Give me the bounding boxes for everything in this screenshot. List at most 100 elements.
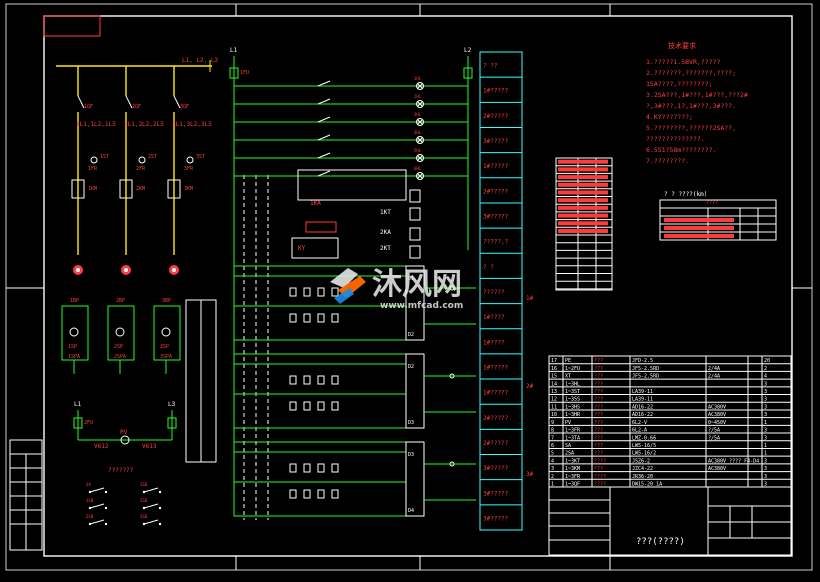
pressure-alarm-label: 2SPA <box>114 354 126 360</box>
side-mark: 2# <box>526 383 534 390</box>
indicator-lamp <box>416 172 424 180</box>
contact-label: 2SB <box>140 498 148 503</box>
bom-no: 10 <box>551 412 557 418</box>
note-line: 4.KY???????; <box>646 113 693 121</box>
pressure-gauge <box>69 327 79 337</box>
bom-code: PV <box>565 420 571 426</box>
supply-left-terminal: L1 <box>230 47 238 54</box>
control-loop <box>233 353 407 429</box>
thermal-symbol <box>138 156 146 164</box>
thermal-symbol <box>186 156 194 164</box>
bom-name: ??? <box>594 358 603 364</box>
terminal-row-fill <box>558 213 608 218</box>
note-line: 2.???????,???????,????; <box>646 69 736 77</box>
bom-name: ??? <box>594 404 603 410</box>
pressure-gauge-label: 3SP <box>160 344 169 350</box>
note-line: 1SA????,????????; <box>646 80 713 88</box>
contact-coil <box>303 489 311 499</box>
contact-node <box>158 522 162 526</box>
bom-name: ??? <box>594 381 603 387</box>
bom-no: 16 <box>551 366 557 372</box>
note-line: ??????????????. <box>646 135 705 143</box>
note-line: 6.SS1?58m????????. <box>646 146 716 154</box>
lamp-cross <box>417 119 423 125</box>
bom-spec: AC380V ???? F4-D4 <box>708 458 759 464</box>
voltmeter-label: PV <box>120 429 128 436</box>
pressure-gauge <box>115 327 125 337</box>
breaker-label: 1QF <box>84 104 93 110</box>
cable-table-sub: ???? <box>706 200 718 206</box>
cable-table: ? ? ????(km) ???? <box>659 191 777 241</box>
contact-coil <box>317 313 325 323</box>
bom-no: 4 <box>551 458 554 464</box>
contact-label: SA <box>86 482 91 487</box>
contact-node <box>104 522 108 526</box>
contact-coil <box>331 313 339 323</box>
bom-name: ??? <box>594 389 603 395</box>
terminal-row-fill <box>558 198 608 203</box>
bom-spec: 0~450V <box>708 420 726 426</box>
contact-node <box>142 490 146 494</box>
contactor-label: 2KM <box>136 186 145 192</box>
lamp-code: 2HL <box>414 94 422 99</box>
contact-coil <box>289 401 297 411</box>
column-frame <box>479 51 523 531</box>
contact-coil <box>303 375 311 385</box>
contact-coil <box>289 463 297 473</box>
bom-qty: 3 <box>764 458 767 464</box>
lamp-code: 1HL <box>414 76 422 81</box>
lamp-cross <box>417 83 423 89</box>
note-line: 5.????????,??????2SA??, <box>646 124 736 132</box>
contact-node <box>104 490 108 494</box>
relay-2kt-label: 2KT <box>380 245 391 252</box>
lamp-contact <box>317 98 331 105</box>
motor-circuits: 1QF1L1,1L2,1L31FR1KM2QF2L1,2L2,2L32FR2KM… <box>71 66 212 275</box>
contactor-label: 3KM <box>184 186 193 192</box>
contact-coil <box>317 489 325 499</box>
group-label: D3 <box>408 452 414 458</box>
watermark-url: www.mfcad.com <box>380 301 463 311</box>
pressure-sensor-label: 1BP <box>70 298 79 304</box>
indicator-lamp <box>416 136 424 144</box>
bom-name: ??? <box>594 397 603 403</box>
column-cell-text: 1#????? <box>483 364 509 371</box>
breaker-label: 2QF <box>132 104 141 110</box>
contact-blade <box>89 503 105 509</box>
contact-coil <box>303 313 311 323</box>
column-cell-text: ? ? <box>483 264 494 271</box>
contact-coil <box>331 287 339 297</box>
thermal-symbol <box>90 156 98 164</box>
relay-1ka-box <box>305 221 337 233</box>
terminal-row-fill <box>558 229 608 233</box>
time-label: 2ST <box>148 154 157 160</box>
lamp-cross <box>417 101 423 107</box>
bom-qty: 3 <box>764 381 767 387</box>
lamp-code: 4HL <box>414 130 422 135</box>
bom-qty: 1 <box>764 443 767 449</box>
group-label: D3 <box>408 420 414 426</box>
lamp-code: 5HL <box>414 148 422 153</box>
time-label: 3ST <box>196 154 205 160</box>
contact-coil <box>289 375 297 385</box>
bom-no: 9 <box>551 420 554 426</box>
watermark-brand: 沐风网 <box>372 267 462 302</box>
bom-no: 15 <box>551 374 557 380</box>
bom-code: XT <box>565 374 571 380</box>
bom-code: 1~3QF <box>565 482 580 488</box>
contact-coil <box>317 375 325 385</box>
bom-qty: 3 <box>764 435 767 441</box>
contact-coil <box>331 375 339 385</box>
control-loop <box>233 441 407 517</box>
technical-notes: 技术要求 1.?????1.5BVR,?????2.???????,??????… <box>646 41 748 165</box>
bom-no: 11 <box>551 404 557 410</box>
voltmeter-left-terminal: L1 <box>74 401 82 408</box>
breaker-label: 3QF <box>180 104 189 110</box>
bom-name: ??? <box>594 420 603 426</box>
contact-node <box>88 490 92 494</box>
breaker-contact <box>125 95 133 109</box>
column-cell-text: 1#????? <box>483 88 509 95</box>
group-label: D2 <box>408 332 414 338</box>
